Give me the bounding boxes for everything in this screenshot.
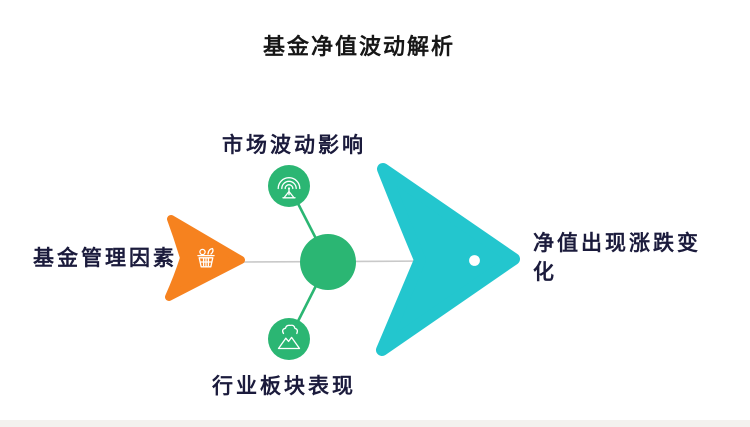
basket-icon <box>197 247 215 268</box>
teal-arrow-shape <box>376 163 520 356</box>
result-label: 净值出现涨跌变化 <box>533 232 701 284</box>
market-node-circle <box>268 165 310 207</box>
industry-sector-label: 行业板块表现 <box>212 375 356 398</box>
volcano-icon <box>277 324 301 350</box>
center-hub-circle <box>300 234 356 290</box>
industry-node-circle <box>268 318 310 360</box>
broadcast-tower-icon <box>277 177 301 199</box>
market-fluctuation-label: 市场波动影响 <box>222 134 366 157</box>
footer-strip <box>0 420 750 427</box>
fund-management-label: 基金管理因素 <box>33 247 177 270</box>
teal-arrow-dot <box>469 255 480 266</box>
page-title: 基金净值波动解析 <box>262 34 456 59</box>
